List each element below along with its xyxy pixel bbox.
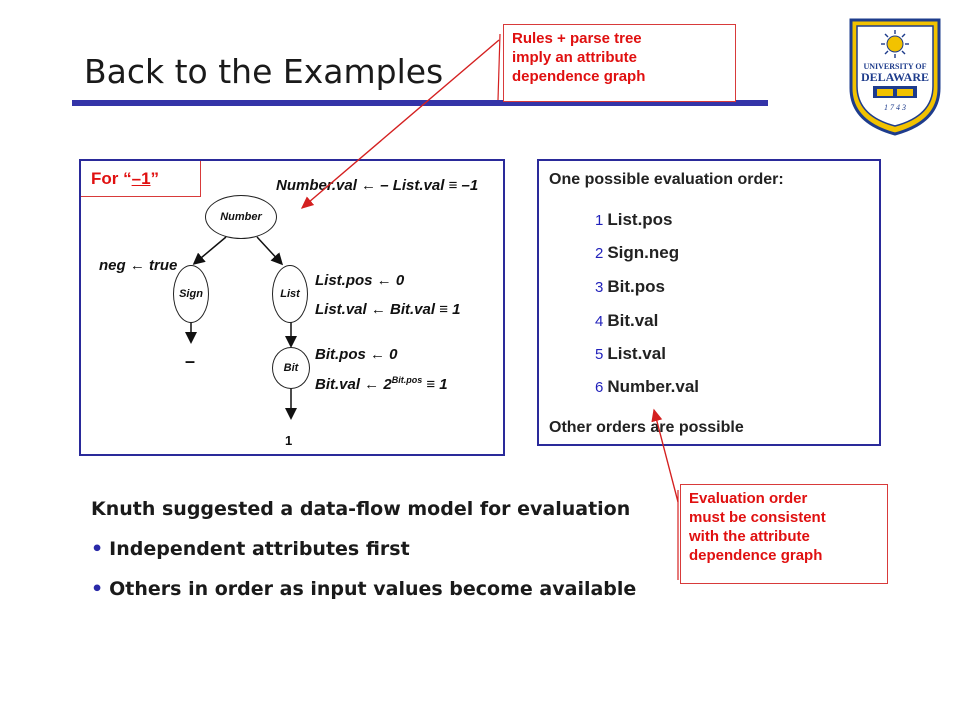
callout-top-line: dependence graph: [512, 68, 646, 85]
arrow-to-tree: [300, 39, 500, 209]
logo-year: 1 7 4 3: [884, 103, 906, 112]
tree-edges: [185, 236, 297, 420]
order-item-number: 4: [595, 313, 604, 330]
rule-bit-val-exponent: Bit.pos: [391, 375, 423, 385]
callout-dependence-graph: Rules + parse tree imply an attribute de…: [503, 24, 736, 102]
tree-node-sign: Sign: [173, 265, 209, 323]
edge-number-list: [256, 236, 284, 266]
rule-list-pos: List.pos ← 0: [315, 272, 405, 289]
callout-bottom-line: must be consistent: [689, 509, 826, 526]
rule-neg: neg ← true: [99, 257, 178, 274]
bullet-text: Independent attributes first: [109, 538, 410, 560]
order-item-label: List.val: [607, 344, 666, 363]
body-line: Knuth suggested a data-flow model for ev…: [91, 498, 631, 520]
slide-title: Back to the Examples: [84, 52, 444, 91]
logo-line1: UNIVERSITY OF: [863, 62, 926, 71]
order-item-number: 1: [595, 212, 604, 229]
example-label-value: –1: [131, 169, 151, 188]
parse-tree-panel: For “–1” Number Sign List Bit – 1 Number…: [79, 159, 505, 456]
callout-top-line: imply an attribute: [512, 49, 638, 66]
bullet-item: •Others in order as input values become …: [91, 578, 636, 600]
callout-bottom-line: Evaluation order: [689, 490, 808, 507]
arrow-to-order: [651, 408, 679, 503]
example-label-suffix: ”: [150, 169, 160, 188]
order-item-label: Bit.val: [607, 311, 659, 330]
order-item-number: 6: [595, 379, 604, 396]
title-rule: [72, 100, 768, 106]
bullet-icon: •: [91, 578, 104, 600]
rule-bit-pos: Bit.pos ← 0: [315, 346, 398, 363]
order-item-label: Number.val: [607, 377, 699, 396]
leaf-one: 1: [285, 433, 293, 448]
tree-node-number: Number: [205, 195, 277, 239]
rule-bit-val-suffix: ≡ 1: [422, 376, 448, 393]
order-item-number: 5: [595, 346, 604, 363]
leaf-minus: –: [185, 351, 196, 371]
callout-top-line: Rules + parse tree: [512, 30, 642, 47]
callout-evaluation-order: Evaluation order must be consistent with…: [680, 484, 888, 584]
order-heading: One possible evaluation order:: [549, 171, 784, 188]
tree-node-list: List: [272, 265, 308, 323]
callout-bottom-line: with the attribute: [689, 528, 810, 545]
order-item-label: Bit.pos: [607, 277, 665, 296]
university-logo: UNIVERSITY OF DELAWARE 1 7 4 3: [847, 18, 943, 136]
edge-number-sign: [192, 236, 227, 265]
example-label: For “–1”: [81, 161, 201, 197]
rule-bit-val: Bit.val ← 2Bit.pos ≡ 1: [315, 375, 448, 393]
order-item-label: List.pos: [607, 210, 673, 229]
bullet-text: Others in order as input values become a…: [109, 578, 637, 600]
rule-list-val: List.val ← Bit.val ≡ 1: [315, 301, 461, 318]
callout-bottom-line: dependence graph: [689, 547, 823, 564]
logo-line2: DELAWARE: [861, 70, 929, 84]
bullet-item: •Independent attributes first: [91, 538, 410, 560]
rule-bit-val-prefix: Bit.val ← 2: [315, 376, 392, 393]
order-item-number: 2: [595, 245, 604, 262]
callout-top-bracket: [497, 33, 501, 101]
example-label-prefix: For “: [91, 169, 132, 188]
rule-number-val: Number.val ← – List.val ≡ –1: [276, 177, 479, 194]
tree-node-bit: Bit: [272, 347, 310, 389]
order-item-number: 3: [595, 279, 604, 296]
bullet-icon: •: [91, 538, 104, 560]
order-footer: Other orders are possible: [549, 419, 744, 436]
order-item-label: Sign.neg: [607, 243, 680, 262]
